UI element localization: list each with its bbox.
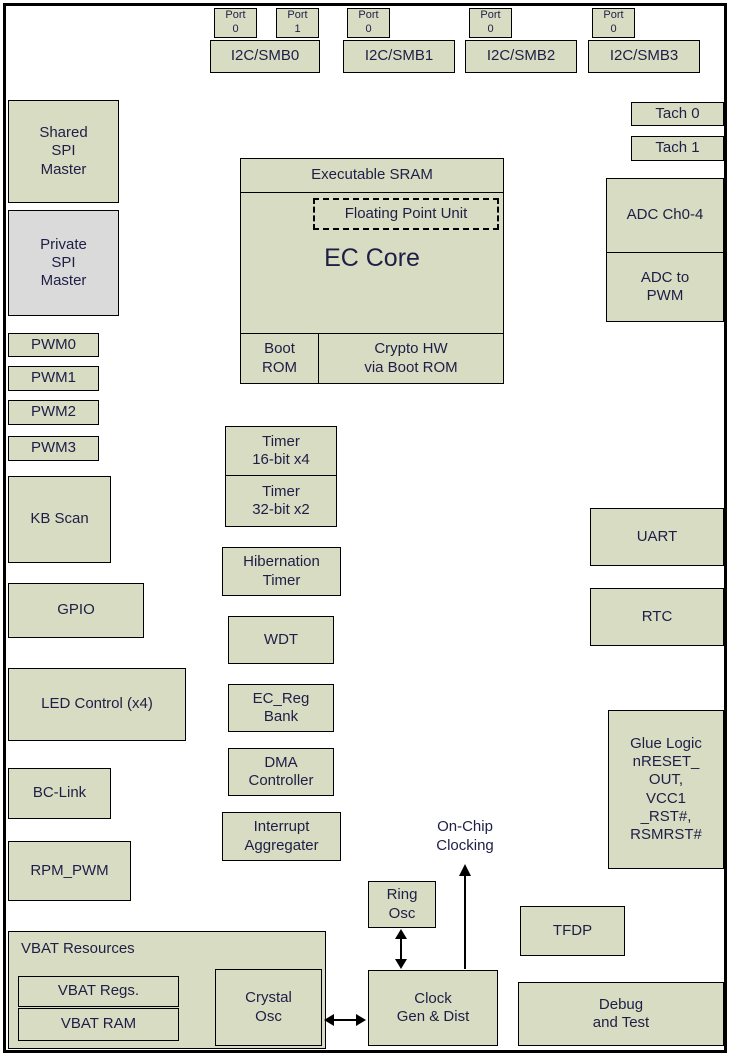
block-ec-core-complex: Executable SRAM Floating Point Unit EC C… bbox=[240, 158, 504, 384]
port-box-i2c0-p1: Port 1 bbox=[276, 8, 319, 38]
clocking-up-arrow bbox=[459, 864, 471, 969]
ring-osc-clock-arrow bbox=[395, 929, 407, 969]
block-crystal-osc: Crystal Osc bbox=[215, 969, 322, 1046]
block-rpm-pwm: RPM_PWM bbox=[8, 841, 131, 901]
ec-core-title: EC Core bbox=[324, 244, 420, 272]
port-box-i2c0-p0: Port 0 bbox=[214, 8, 257, 38]
on-chip-clocking-label: On-Chip Clocking bbox=[436, 818, 494, 854]
block-executable-sram: Executable SRAM bbox=[241, 159, 503, 193]
vbat-resources-label: VBAT Resources bbox=[21, 940, 135, 957]
port-box-i2c3-p0: Port 0 bbox=[592, 8, 635, 38]
block-clock-gen-dist: Clock Gen & Dist bbox=[368, 970, 498, 1046]
block-glue-logic: Glue Logic nRESET_ OUT, VCC1 _RST#, RSMR… bbox=[608, 710, 724, 869]
block-led-control: LED Control (x4) bbox=[8, 668, 186, 741]
block-pwm0: PWM0 bbox=[8, 333, 99, 357]
block-crypto-hw: Crypto HW via Boot ROM bbox=[364, 340, 458, 376]
block-tach0: Tach 0 bbox=[631, 102, 724, 126]
block-timer-16bit: Timer 16-bit x4 bbox=[225, 426, 337, 476]
block-debug-and-test: Debug and Test bbox=[518, 982, 724, 1046]
block-adc-complex: ADC Ch0-4 ADC to PWM bbox=[606, 178, 724, 322]
block-adc-ch0-4: ADC Ch0-4 bbox=[607, 179, 723, 253]
block-pwm1: PWM1 bbox=[8, 366, 99, 391]
block-ring-osc: Ring Osc bbox=[368, 881, 436, 928]
block-timer-32bit: Timer 32-bit x2 bbox=[225, 475, 337, 527]
block-gpio: GPIO bbox=[8, 583, 144, 638]
block-wdt: WDT bbox=[228, 616, 334, 664]
block-kb-scan: KB Scan bbox=[8, 476, 111, 563]
block-floating-point-unit: Floating Point Unit bbox=[313, 198, 499, 230]
ec-core-bottom-row: Boot ROM Crypto HW via Boot ROM bbox=[241, 333, 503, 383]
block-vbat-ram: VBAT RAM bbox=[18, 1008, 179, 1041]
block-boot-rom: Boot ROM bbox=[241, 334, 319, 383]
block-bc-link: BC-Link bbox=[8, 768, 111, 819]
block-pwm2: PWM2 bbox=[8, 400, 99, 425]
block-pwm3: PWM3 bbox=[8, 436, 99, 461]
crystal-clock-arrow bbox=[324, 1014, 366, 1026]
port-box-i2c2-p0: Port 0 bbox=[469, 8, 512, 38]
block-adc-to-pwm: ADC to PWM bbox=[640, 268, 690, 304]
block-ec-reg-bank: EC_Reg Bank bbox=[228, 684, 334, 732]
block-rtc: RTC bbox=[590, 588, 724, 646]
block-i2c-smb2: I2C/SMB2 bbox=[465, 40, 577, 73]
block-uart: UART bbox=[590, 508, 724, 566]
block-dma-controller: DMA Controller bbox=[228, 748, 334, 796]
block-shared-spi-master: Shared SPI Master bbox=[8, 100, 119, 203]
block-hibernation-timer: Hibernation Timer bbox=[222, 547, 341, 596]
block-i2c-smb3: I2C/SMB3 bbox=[588, 40, 700, 73]
block-i2c-smb1: I2C/SMB1 bbox=[343, 40, 455, 73]
block-interrupt-aggregater: Interrupt Aggregater bbox=[222, 812, 341, 861]
block-private-spi-master: Private SPI Master bbox=[8, 210, 119, 316]
port-box-i2c1-p0: Port 0 bbox=[347, 8, 390, 38]
block-i2c-smb0: I2C/SMB0 bbox=[210, 40, 320, 73]
block-vbat-regs: VBAT Regs. bbox=[18, 976, 179, 1007]
block-tach1: Tach 1 bbox=[631, 136, 724, 161]
block-tfdp: TFDP bbox=[520, 906, 625, 956]
